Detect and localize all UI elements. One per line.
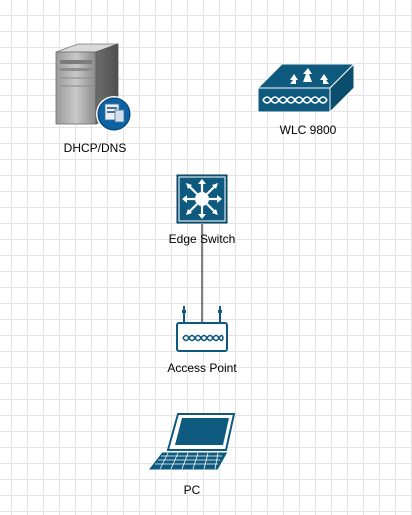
access-point-icon: [176, 306, 228, 352]
node-dhcp-dns[interactable]: [52, 42, 136, 134]
layer3-switch-icon: [176, 174, 228, 224]
node-pc[interactable]: [146, 412, 238, 474]
node-label-edge-switch: Edge Switch: [168, 232, 236, 246]
wireless-controller-icon: [256, 62, 356, 114]
laptop-icon: [146, 413, 236, 471]
node-wlc-9800[interactable]: [254, 60, 358, 114]
node-access-point[interactable]: [174, 304, 230, 354]
node-label-dhcp-dns: DHCP/DNS: [63, 141, 127, 155]
node-edge-switch[interactable]: [176, 174, 228, 224]
node-label-pc: PC: [183, 483, 201, 497]
node-label-access-point: Access Point: [167, 361, 237, 375]
node-label-wlc-9800: WLC 9800: [279, 123, 337, 137]
server-icon: [55, 43, 132, 132]
